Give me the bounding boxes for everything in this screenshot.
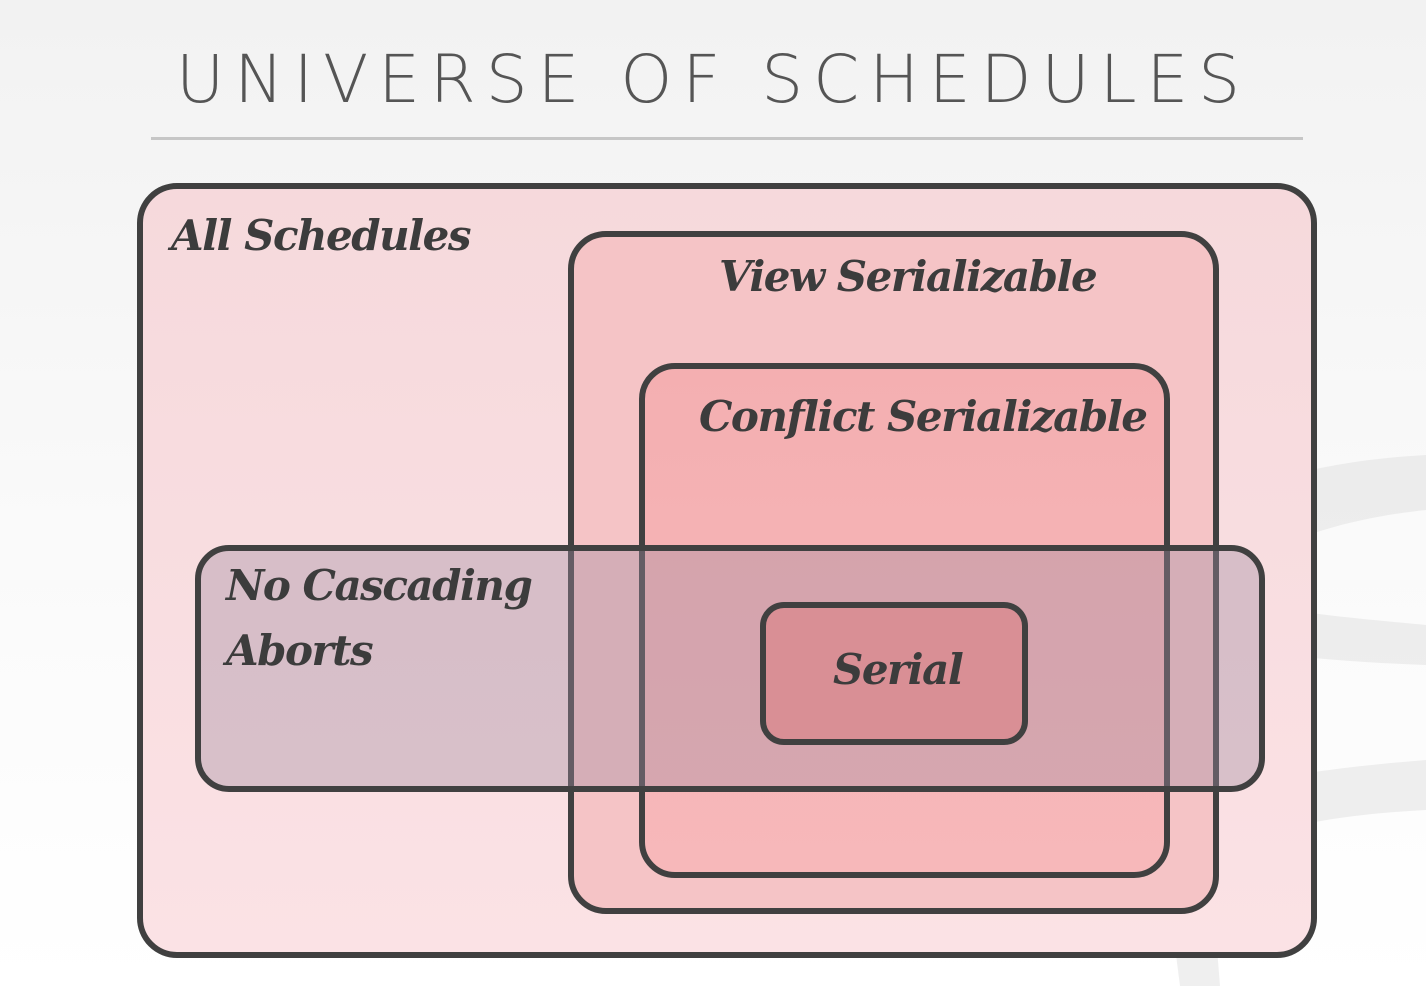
serial-set bbox=[760, 602, 1028, 745]
no-cascading-aborts-label-line2: Aborts bbox=[226, 626, 374, 675]
all-schedules-label: All Schedules bbox=[171, 211, 472, 260]
no-cascading-aborts-label-line1: No Cascading bbox=[226, 561, 533, 610]
conflict-serializable-label: Conflict Serializable bbox=[699, 392, 1148, 441]
title-divider bbox=[151, 137, 1303, 140]
view-serializable-label: View Serializable bbox=[719, 252, 1098, 301]
no-cascading-aborts-set bbox=[195, 545, 1265, 792]
serial-label: Serial bbox=[833, 645, 964, 694]
slide-title: UNIVERSE OF SCHEDULES bbox=[175, 41, 1251, 118]
